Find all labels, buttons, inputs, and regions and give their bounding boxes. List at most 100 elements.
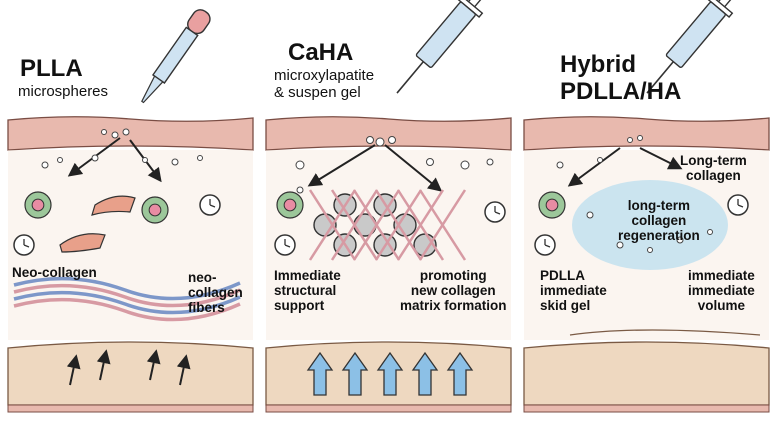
base-skin-band — [7, 404, 254, 413]
clock-hands — [494, 206, 501, 215]
syringe-barrel — [415, 1, 476, 68]
tissue-lift-arrow — [146, 349, 161, 381]
clock-hands — [209, 199, 216, 208]
scaffold-fiber — [418, 189, 467, 261]
tissue-lift-arrow — [446, 351, 474, 396]
microsphere-particle — [41, 161, 49, 169]
label-matrix-formation: promoting new collagen matrix formation — [400, 268, 507, 314]
dropper-barrel — [151, 26, 199, 84]
caha-microsphere — [295, 160, 305, 170]
skin-layers-panel-2 — [265, 116, 512, 413]
scaffold-fiber — [352, 189, 401, 261]
microsphere-particle — [142, 157, 148, 163]
scaffold-fiber — [374, 189, 423, 261]
panel-caha-subtitle: microxylapatite & suspen gel — [274, 67, 375, 101]
injection-arrow-left — [567, 147, 621, 187]
pdlla-particle — [627, 137, 633, 143]
epidermis-layer — [523, 116, 770, 151]
pdlla-particle — [597, 157, 603, 163]
clock-icon — [534, 234, 556, 256]
clock-hands — [737, 199, 744, 208]
panel-plla-title: PLLA — [20, 55, 83, 82]
syringe-needle — [646, 61, 674, 94]
pdlla-particle — [707, 229, 713, 235]
microsphere-particle — [111, 131, 119, 139]
caha-microsphere — [426, 158, 434, 166]
pdlla-particle — [556, 161, 564, 169]
caha-microsphere — [388, 136, 396, 144]
collagen-fiber — [13, 276, 241, 301]
tissue-contour — [569, 329, 761, 336]
tissue-lift-arrow — [176, 354, 191, 386]
label-structural-support: Immediate structural support — [274, 268, 341, 314]
injection-arrow-right — [639, 147, 683, 170]
microsphere-particle — [57, 157, 63, 163]
label-neo-collagen-fibers: neo- collagen fibers — [188, 270, 243, 316]
collagen-fiber — [13, 283, 241, 308]
label-neo-collagen: Neo-collagen — [12, 265, 97, 280]
pdlla-particle — [586, 211, 594, 219]
clock-hands — [23, 239, 30, 248]
panel-caha-title: CaHA — [288, 39, 354, 66]
scaffold-fiber — [308, 189, 357, 261]
macrophage-cell — [141, 196, 169, 224]
fibroblast-cell — [59, 233, 106, 253]
tissue-lift-arrow — [341, 351, 369, 396]
caha-microsphere — [296, 186, 304, 194]
epidermis-layer — [265, 116, 512, 151]
label-long-term-collagen: Long-term collagen — [680, 153, 747, 184]
fibroblast-cell — [91, 195, 136, 216]
collagen-fiber — [13, 290, 241, 315]
clock-icon — [13, 234, 35, 256]
microsphere-particle — [171, 158, 179, 166]
subcutaneous-layer — [523, 341, 770, 406]
clock-hands — [284, 239, 291, 248]
subcutaneous-layer — [7, 341, 254, 406]
collagen-fiber — [13, 297, 241, 322]
epidermis-layer — [7, 116, 254, 151]
ha-gel-cloud — [572, 180, 728, 270]
pdlla-particle — [676, 236, 684, 244]
injection-arrow-left — [307, 144, 376, 187]
clock-icon — [199, 194, 221, 216]
macrophage-cell-nucleus — [148, 203, 162, 217]
dropper-tip — [141, 75, 164, 104]
scaffold-fiber — [330, 189, 379, 261]
scaffold-fiber — [396, 189, 445, 261]
injection-arrow-right — [384, 144, 443, 192]
pdlla-particle — [647, 247, 653, 253]
caha-microsphere — [366, 136, 374, 144]
microsphere-particle — [91, 154, 99, 162]
tissue-lift-arrow — [96, 349, 111, 381]
dropper-icon — [141, 9, 211, 104]
clock-icon — [274, 234, 296, 256]
microsphere-particle — [197, 155, 203, 161]
macrophage-cell — [538, 191, 566, 219]
tissue-lift-arrow — [411, 351, 439, 396]
clock-icon — [727, 194, 749, 216]
macrophage-cell — [276, 191, 304, 219]
clock-hands — [544, 239, 551, 248]
clock-icon — [484, 201, 506, 223]
caha-microsphere — [460, 160, 470, 170]
tissue-lift-arrow — [306, 351, 334, 396]
caha-microsphere — [375, 137, 385, 147]
microsphere-particle — [122, 128, 130, 136]
tissue-lift-arrow — [376, 351, 404, 396]
tissue-lift-arrow — [66, 354, 81, 386]
base-skin-band — [523, 404, 770, 413]
panel-hybrid-title: Hybrid PDLLA/HA — [560, 51, 682, 105]
macrophage-cell — [24, 191, 52, 219]
pdlla-particle — [616, 241, 624, 249]
base-skin-band — [265, 404, 512, 413]
pdlla-particle — [637, 135, 643, 141]
label-collagen-regeneration: long-term collagen regeneration — [618, 198, 700, 244]
label-immediate-volume: immediate immediate volume — [688, 268, 755, 314]
syringe-icon — [646, 0, 734, 94]
syringe-icon — [396, 0, 484, 94]
caha-microsphere — [486, 158, 494, 166]
macrophage-cell-nucleus — [31, 198, 45, 212]
panel-plla-subtitle: microspheres — [18, 83, 109, 100]
